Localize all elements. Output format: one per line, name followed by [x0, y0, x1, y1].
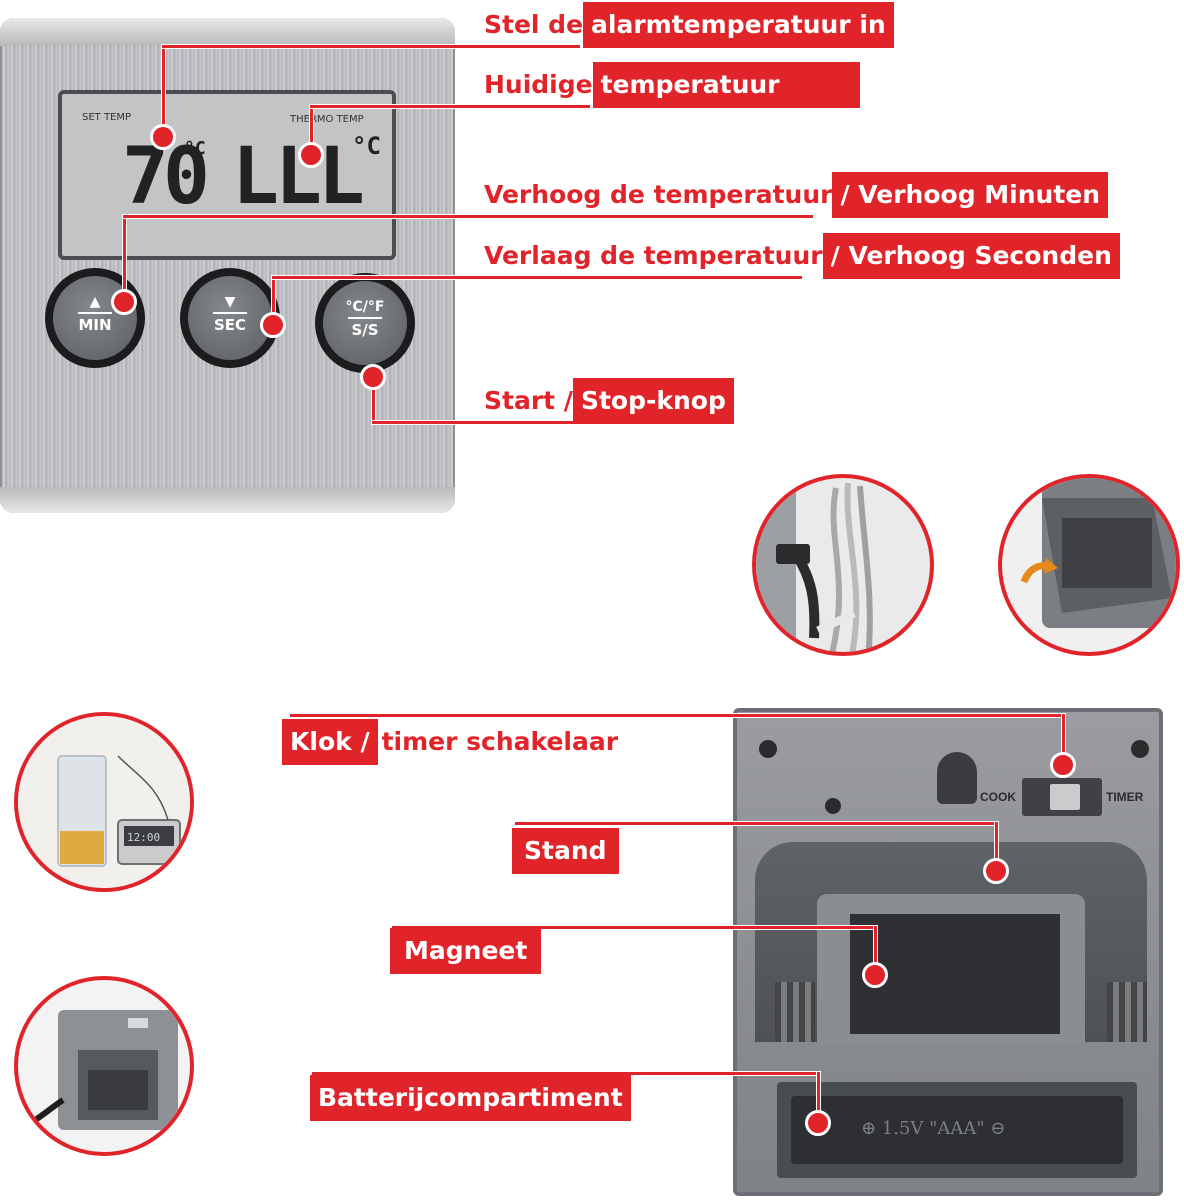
battery-marker-dot	[805, 1110, 831, 1136]
alarm-callout-box: alarmtemperatuur in	[583, 2, 894, 48]
current-leader-line	[310, 105, 313, 155]
stand-leader-line-v	[995, 822, 998, 870]
battery-compartment[interactable]: ⊕ 1.5V "AAA" ⊖	[777, 1082, 1137, 1178]
clock-timer-callout: Klok /timer schakelaar	[282, 719, 618, 765]
switch-slider[interactable]	[1050, 784, 1080, 810]
battery-slot: ⊕ 1.5V "AAA" ⊖	[791, 1096, 1123, 1164]
thermometer-back: COOK TIMER ⊕ 1.5V "AAA" ⊖	[733, 708, 1163, 1196]
current-leader-line-h	[310, 105, 590, 108]
magnet-callout: Magneet	[390, 928, 542, 974]
increase-leader-line	[123, 215, 126, 300]
magnet-callout-box: Magneet	[390, 928, 542, 974]
stand-grip-right	[1107, 982, 1147, 1042]
current-marker-dot	[298, 142, 324, 168]
start-stop-label: S/S	[348, 317, 382, 339]
magnet-leader-line-v	[874, 926, 877, 974]
glass-and-thermometer-illustration: 12:00	[18, 716, 190, 888]
decrease-callout-plain: Verlaag de temperatuur	[484, 241, 823, 270]
kitchen-usage-photo-circle: 12:00	[14, 712, 194, 892]
magnet-marker-dot	[862, 962, 888, 988]
alarm-marker-dot	[150, 124, 176, 150]
clock-leader-line-v	[1062, 714, 1065, 764]
thermo-temp-value: LLL	[232, 132, 365, 222]
back-view-illustration	[18, 1010, 178, 1133]
stand-fold-detail-circle	[998, 474, 1180, 656]
startstop-marker-dot	[360, 364, 386, 390]
clock-callout-box: Klok /	[282, 719, 378, 765]
probe-cable-detail-circle	[752, 474, 934, 656]
clock-timer-switch[interactable]	[1022, 778, 1102, 816]
decrease-callout: Verlaag de temperatuur/ Verhoog Seconden	[476, 233, 1120, 279]
stand-leader-line-h	[515, 822, 997, 825]
clock-leader-line-h	[290, 714, 1065, 717]
battery-leader-line-v	[817, 1072, 820, 1122]
stand-marker-dot	[983, 858, 1009, 884]
min-up-button[interactable]: ▲ MIN	[45, 268, 145, 368]
battery-callout: Batterijcompartiment	[310, 1075, 631, 1121]
stand-grip-left	[775, 982, 815, 1042]
decrease-leader-line-h	[272, 276, 802, 279]
min-button-label: MIN	[78, 312, 112, 334]
front-bottom-edge	[0, 487, 455, 513]
set-temp-caption: SET TEMP	[82, 112, 132, 123]
current-callout-plain: Huidige	[484, 70, 593, 99]
unit-toggle-label: °C/°F	[345, 299, 385, 315]
decrease-leader-line	[272, 276, 275, 324]
stand-callout-box: Stand	[512, 828, 619, 874]
increase-callout: Verhoog de temperatuur/ Verhoog Minuten	[476, 172, 1109, 218]
alarm-leader-line-h	[162, 45, 580, 48]
battery-polarity-text: ⊕ 1.5V "AAA" ⊖	[861, 1118, 1006, 1139]
startstop-leader-line	[372, 376, 375, 423]
up-arrow-icon: ▲	[89, 294, 101, 310]
thermo-temp-caption: THERMO TEMP	[290, 114, 364, 125]
startstop-callout: Start /Stop-knop	[476, 378, 734, 424]
back-view-photo-circle	[14, 976, 194, 1156]
battery-leader-line-h	[312, 1072, 820, 1075]
reset-hole	[825, 798, 841, 814]
thumb-lcd-text: 12:00	[127, 831, 160, 844]
stand-callout: Stand	[512, 828, 619, 874]
thermometer-front: SET TEMP THERMO TEMP 70 °C LLL °C ▲ MIN …	[0, 18, 455, 513]
down-arrow-icon: ▼	[224, 294, 236, 310]
cook-switch-label: COOK	[980, 790, 1016, 804]
startstop-leader-line-h	[372, 421, 582, 424]
decrease-marker-dot	[260, 312, 286, 338]
front-top-edge	[0, 18, 455, 46]
startstop-callout-box: Stop-knop	[572, 378, 734, 424]
screw-hole-left	[759, 740, 777, 758]
thermo-temp-unit: °C	[352, 132, 381, 160]
fold-out-stand[interactable]	[755, 842, 1147, 1042]
increase-marker-dot	[111, 289, 137, 315]
increase-callout-box: / Verhoog Minuten	[832, 172, 1109, 218]
clock-marker-dot	[1050, 752, 1076, 778]
increase-leader-line-h	[123, 215, 813, 218]
startstop-callout-plain: Start /	[484, 386, 573, 415]
sec-down-button[interactable]: ▼ SEC	[180, 268, 280, 368]
sec-button-label: SEC	[213, 312, 247, 334]
set-temp-unit: °C	[184, 138, 206, 159]
current-callout-box: temperatuur	[592, 62, 860, 108]
keyhole-hanger	[937, 752, 977, 804]
lcd-display: SET TEMP THERMO TEMP 70 °C LLL °C	[58, 90, 396, 260]
clock-callout-plain: timer schakelaar	[381, 727, 619, 756]
magnet-leader-line-h	[392, 926, 876, 929]
timer-switch-label: TIMER	[1106, 790, 1144, 804]
probe-cable-illustration	[756, 478, 873, 652]
screw-hole-right	[1131, 740, 1149, 758]
stand-fold-illustration	[1020, 478, 1176, 628]
alarm-leader-line	[162, 45, 165, 133]
unit-start-stop-button[interactable]: °C/°F S/S	[315, 273, 415, 373]
decrease-callout-box: / Verhoog Seconden	[822, 233, 1120, 279]
increase-callout-plain: Verhoog de temperatuur	[484, 180, 833, 209]
battery-callout-box: Batterijcompartiment	[310, 1075, 631, 1121]
alarm-callout-plain: Stel de	[484, 10, 584, 39]
